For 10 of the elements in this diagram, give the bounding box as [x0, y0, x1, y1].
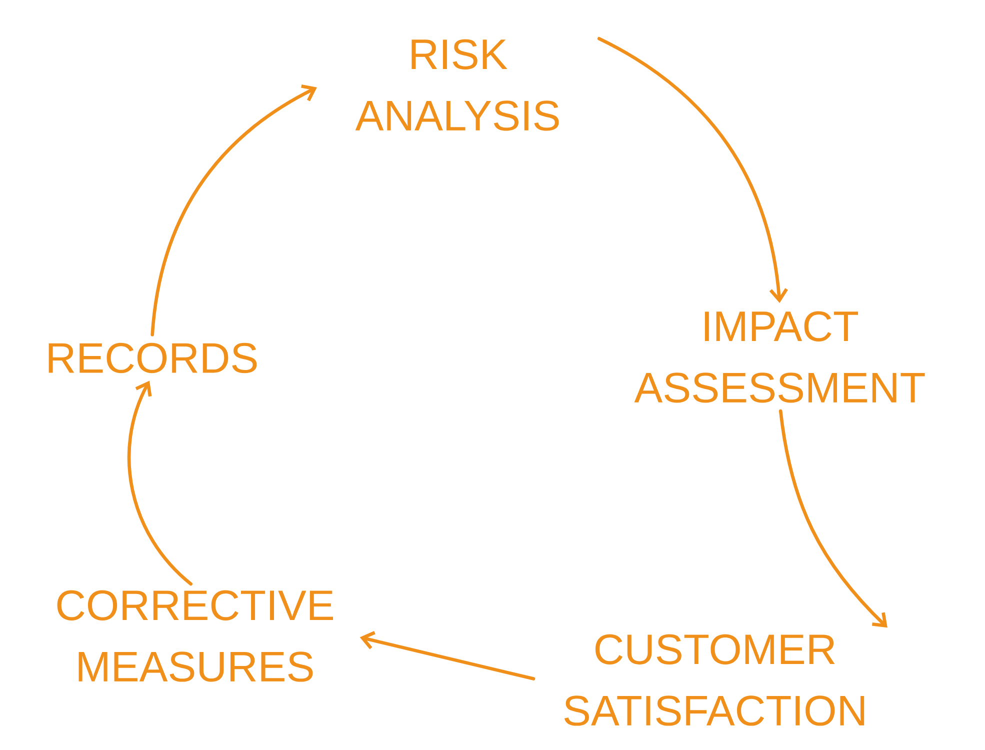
step-label: CUSTOMER SATISFACTION: [564, 634, 864, 726]
arrow: [597, 36, 788, 303]
arrow: [127, 380, 192, 586]
arrow: [778, 409, 888, 628]
step-label: IMPACT ASSESSMENT: [634, 311, 925, 403]
arrow: [360, 631, 536, 680]
arrow: [150, 84, 317, 336]
step-label: RISK ANALYSIS: [355, 39, 559, 131]
step-label: RECORDS: [48, 342, 257, 374]
step-label: CORRECTIVE MEASURES: [57, 590, 334, 682]
